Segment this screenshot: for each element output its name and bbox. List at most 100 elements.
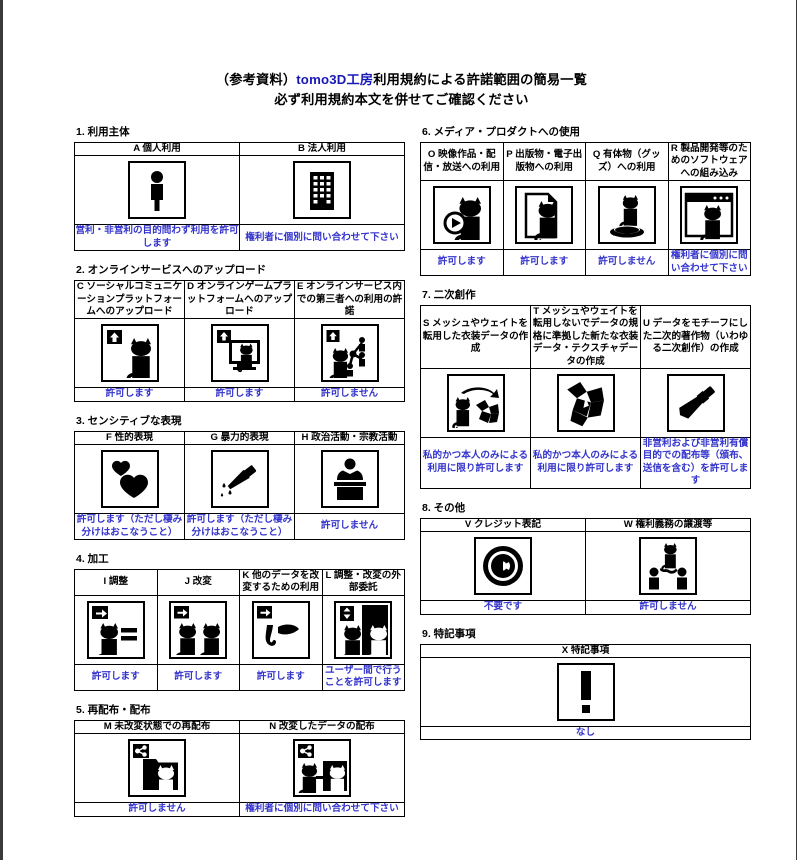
column-header-n: N 改変したデータの配布	[239, 719, 405, 735]
mesh-new-icon	[556, 374, 615, 433]
column-icon-cell-c	[74, 318, 185, 389]
upload-cat-monitor-icon	[210, 324, 269, 383]
column-result-q: 許可しません	[585, 249, 669, 277]
column-icon-cell-w	[585, 531, 751, 602]
title-suffix: 利用規約による許諾範囲の簡易一覧	[373, 72, 588, 87]
column-icon-cell-e	[294, 318, 405, 389]
brand-name: tomo3D工房	[296, 72, 374, 87]
table-result-row: 許可しません権利者に個別に問い合わせて下さい	[74, 802, 405, 817]
column-header-c: C ソーシャルコミュニケーションプラットフォームへのアップロード	[74, 280, 185, 320]
knife-icon	[210, 450, 269, 509]
column-header-d: D オンラインゲームプラットフォームへのアップロード	[184, 280, 295, 320]
column-icon-cell-i	[74, 594, 158, 665]
column-result-s: 私的かつ本人のみによる利用に限り許可します	[420, 437, 531, 489]
column-icon-cell-u	[640, 368, 751, 439]
paintbrush-icon	[666, 374, 725, 433]
column-icon-cell-m	[74, 733, 240, 804]
section-heading: 7. 二次創作	[422, 289, 476, 302]
column-result-a: 営利・非営利の目的問わず利用を許可します	[74, 224, 240, 252]
column-result-k: 許可します	[239, 663, 323, 691]
column-icon-cell-r	[667, 180, 751, 251]
column-icon-cell-a	[74, 155, 240, 226]
column-result-v: 不要です	[420, 600, 586, 615]
document-title-line-2: 必ず利用規約本文を併せてご確認ください	[274, 92, 529, 107]
column-icon-cell-v	[420, 531, 586, 602]
column-icon-cell-j	[156, 594, 240, 665]
column-header-v: V クレジット表記	[420, 517, 586, 533]
column-header-j: J 改変	[156, 569, 240, 596]
section-heading: 8. その他	[422, 501, 466, 514]
table-result-row: 不要です許可しません	[420, 600, 751, 615]
column-icon-cell-f	[74, 444, 185, 515]
column-header-a: A 個人利用	[74, 141, 240, 157]
document-title-block: （参考資料）tomo3D工房利用規約による許諾範囲の簡易一覧 必ず利用規約本文を…	[3, 0, 797, 110]
column-result-n: 権利者に個別に問い合わせて下さい	[239, 802, 405, 817]
column-header-i: I 調整	[74, 569, 158, 596]
column-result-u: 非営利および非営利有償目的での配布等（頒布、送信を含む）を許可します	[640, 437, 751, 489]
column-icon-cell-p	[502, 180, 586, 251]
column-header-s: S メッシュやウェイトを転用した衣装データの作成	[420, 305, 531, 370]
building-icon	[293, 161, 351, 220]
section-heading: 9. 特記事項	[422, 627, 476, 640]
column-icon-cell-x	[420, 656, 751, 727]
column-result-r: 権利者に個別に問い合わせて下さい	[667, 249, 751, 277]
table-icon-row	[74, 733, 405, 804]
cat-outsource-icon	[334, 600, 393, 659]
table-header-row: X 特記事項	[420, 643, 751, 658]
section-heading: 4. 加工	[76, 553, 109, 566]
table-result-row: 許可します（ただし棲み分けはおこなうこと）許可します（ただし棲み分けはおこなうこ…	[74, 513, 405, 541]
document-sheet: （参考資料）tomo3D工房利用規約による許諾範囲の簡易一覧 必ず利用規約本文を…	[3, 0, 797, 860]
column-header-m: M 未改変状態での再配布	[74, 719, 240, 735]
column-icon-cell-g	[184, 444, 295, 515]
upload-cat-icon	[100, 324, 159, 383]
column-result-l: ユーザー間で行うことを許可します	[321, 663, 405, 691]
column-icon-cell-o	[420, 180, 504, 251]
transfer-rights-icon	[639, 537, 697, 596]
table-icon-row	[420, 656, 751, 727]
column-result-i: 許可します	[74, 663, 158, 691]
title-prefix: （参考資料）	[215, 72, 297, 87]
table-icon-row	[420, 531, 751, 602]
section-table: X 特記事項なし	[420, 643, 751, 741]
column-result-o: 許可します	[420, 249, 504, 277]
column-result-w: 許可しません	[585, 600, 751, 615]
column-header-p: P 出版物・電子出版物への利用	[502, 141, 586, 182]
table-result-row: なし	[420, 725, 751, 741]
column-header-w: W 権利義務の譲渡等	[585, 517, 751, 533]
column-result-j: 許可します	[156, 663, 240, 691]
column-icon-cell-k	[239, 594, 323, 665]
column-result-e: 許可しません	[294, 387, 405, 402]
cat-tail-part-icon	[251, 600, 310, 659]
column-result-p: 許可します	[502, 249, 586, 277]
column-icon-cell-t	[530, 368, 641, 439]
cat-mesh-reuse-icon	[446, 374, 505, 433]
column-icon-cell-d	[184, 318, 295, 389]
column-header-l: L 調整・改変の外部委託	[321, 569, 405, 596]
person-icon	[128, 161, 186, 220]
cat-figurine-icon	[597, 186, 656, 245]
hearts-icon	[100, 450, 159, 509]
section-heading: 1. 利用主体	[76, 126, 130, 138]
column-header-x: X 特記事項	[420, 643, 751, 658]
column-result-b: 権利者に個別に問い合わせて下さい	[239, 224, 405, 252]
table-icon-row	[74, 318, 405, 389]
podium-speaker-icon	[320, 450, 379, 509]
share-folder-cat-icon	[128, 739, 186, 798]
table-result-row: 営利・非営利の目的問わず利用を許可します権利者に個別に問い合わせて下さい	[74, 224, 405, 252]
document-title-line-1: （参考資料）tomo3D工房利用規約による許諾範囲の簡易一覧	[3, 70, 797, 90]
two-cats-icon	[169, 600, 228, 659]
